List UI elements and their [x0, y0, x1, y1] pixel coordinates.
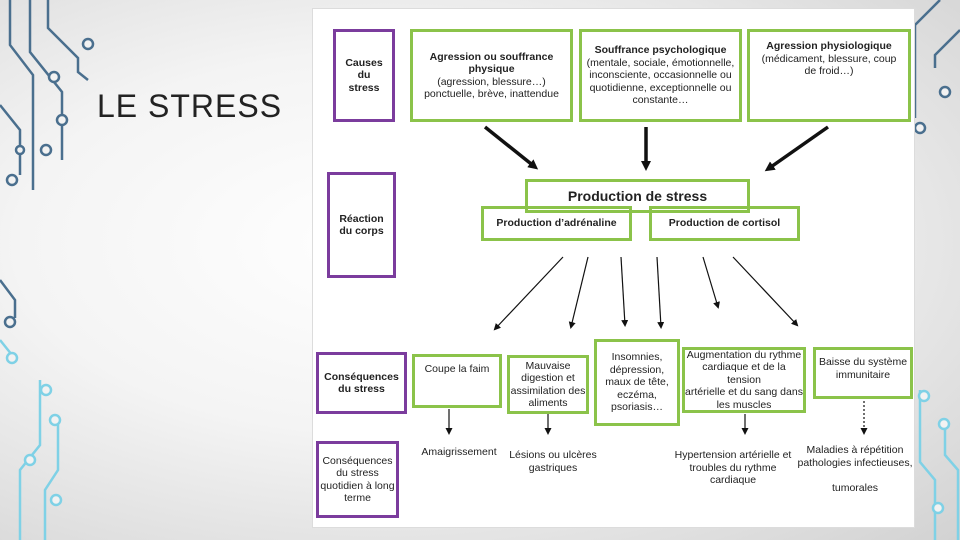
longterm-hypertension: Hypertension artérielle et troubles du r… [674, 449, 792, 486]
label-reaction: Réaction du corps [327, 172, 396, 278]
longterm-ulcers: Lésions ou ulcères gastriques [509, 449, 597, 474]
label-causes: Causes du stress [333, 29, 395, 122]
slide-title: LE STRESS [97, 88, 283, 124]
cause-psychological: Souffrance psychologique (mentale, socia… [579, 29, 742, 122]
label-long-term: Conséquences du stress quotidien à long … [316, 441, 399, 518]
stress-production: Production de stress [525, 179, 750, 213]
arrow-cause3 [764, 125, 830, 172]
longterm-weight-loss: Amaigrissement [421, 446, 497, 458]
arrow-cause1 [483, 125, 539, 170]
cause-physiological: Agression physiologique (médicament, ble… [747, 29, 911, 122]
consequence-digestion: Mauvaise digestion et assimilation des a… [507, 355, 589, 414]
cortisol-production: Production de cortisol [649, 206, 800, 241]
consequence-insomnia: Insomnies, dépression, maux de tête, ecz… [594, 339, 680, 426]
adrenaline-production: Production d’adrénaline [481, 206, 632, 241]
consequence-immune: Baisse du système immunitaire [813, 347, 913, 399]
label-consequences: Conséquences du stress [316, 352, 407, 414]
consequence-appetite: Coupe la faim [412, 354, 502, 408]
stress-diagram: Causes du stress Réaction du corps Consé… [312, 8, 915, 528]
consequence-heart-rate: Augmentation du rythme cardiaque et de l… [682, 347, 806, 413]
cause-physical: Agression ou souffrance physique (agress… [410, 29, 573, 122]
longterm-diseases: Maladies à répétition pathologies infect… [797, 444, 913, 494]
diagram-arrows [445, 125, 868, 435]
